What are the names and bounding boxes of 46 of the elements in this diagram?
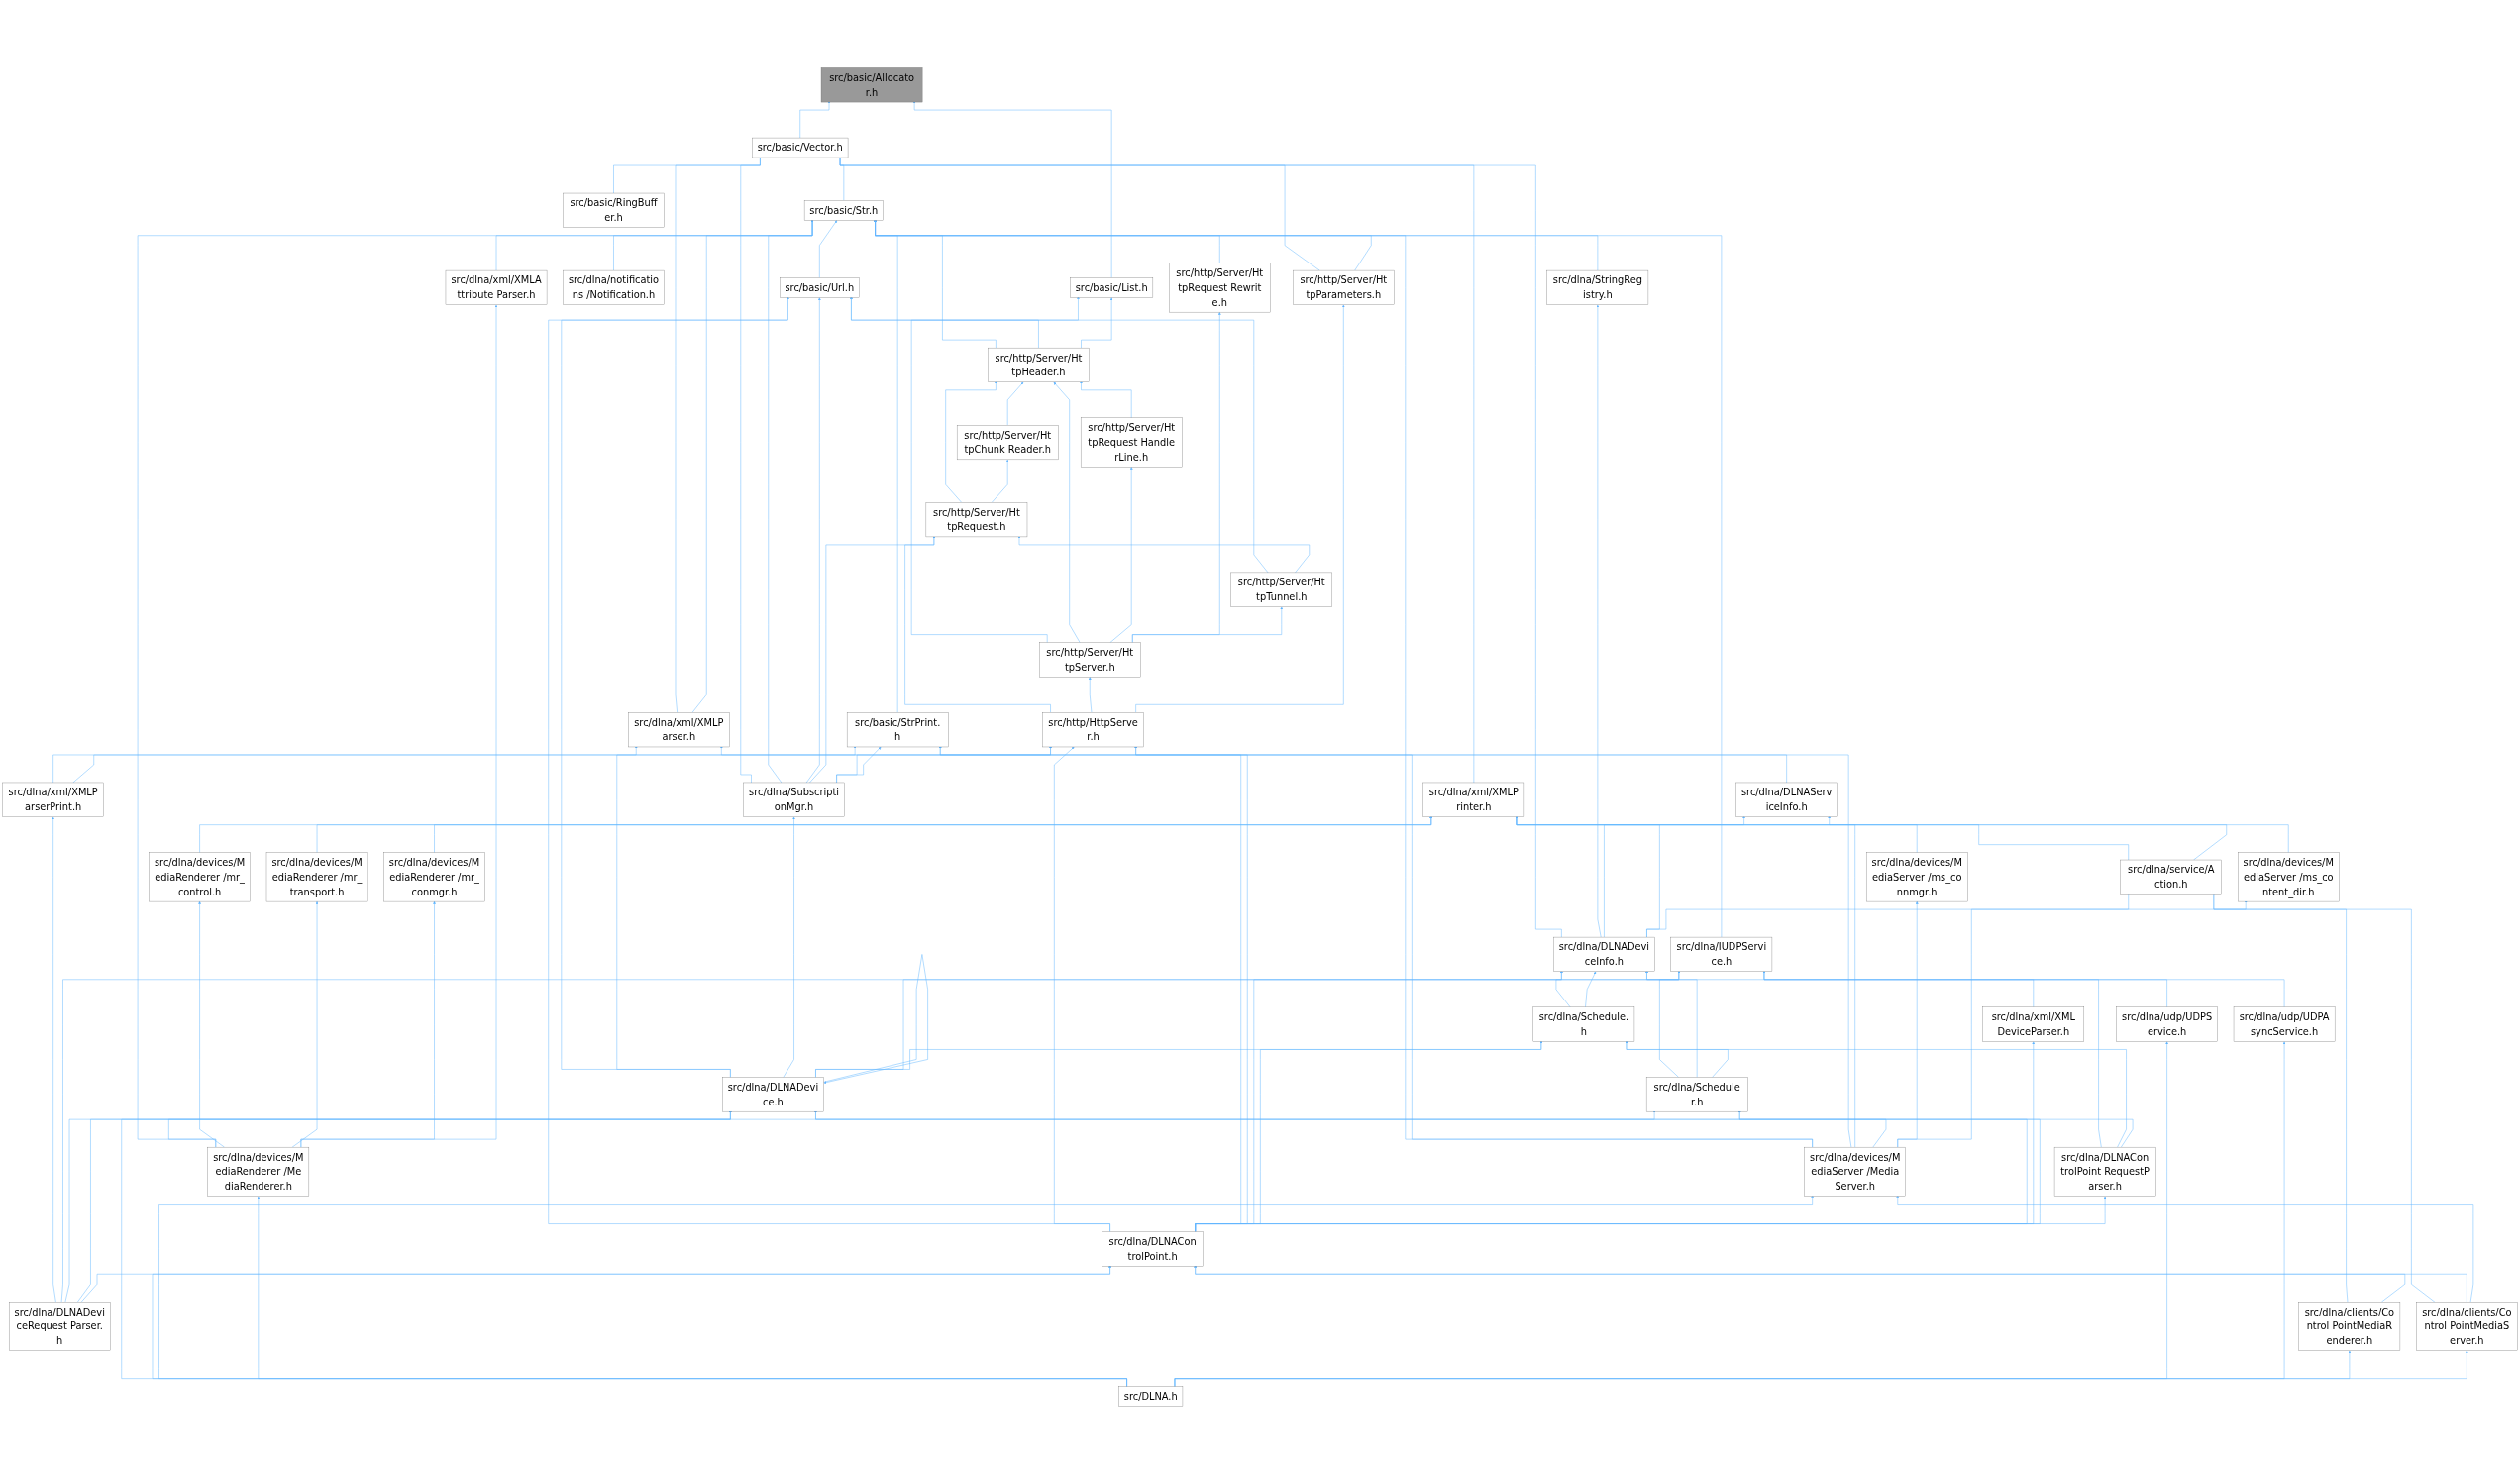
node-box: src/dlna/notifications /Notification.h xyxy=(563,269,665,305)
node-box: src/dlna/devices/MediaServer /MediaServer.h xyxy=(1804,1146,1906,1197)
node-box: src/dlna/DLNADeviceInfo.h xyxy=(1553,936,1655,972)
node-box: src/http/Server/HttpTunnel.h xyxy=(1230,572,1332,607)
node-box: src/dlna/xml/XMLPrinter.h xyxy=(1422,782,1525,817)
node-box: src/http/HttpServer.h xyxy=(1042,712,1144,748)
node-box: src/http/Server/HttpRequest Rewrite.h xyxy=(1169,263,1271,313)
node-box: src/dlna/DLNAServiceInfo.h xyxy=(1735,782,1838,817)
node-box: src/http/Server/HttpChunk Reader.h xyxy=(956,425,1059,461)
node-box: src/dlna/SubscriptionMgr.h xyxy=(743,782,845,817)
node-box: src/dlna/DLNAControlPoint.h xyxy=(1102,1231,1204,1267)
node-box: src/dlna/StringRegistry.h xyxy=(1546,269,1649,305)
node-box: src/dlna/devices/MediaServer /ms_connmgr.h xyxy=(1866,852,1968,902)
node-box: src/dlna/udp/UDPAsyncService.h xyxy=(2233,1006,2336,1042)
node-box: src/dlna/service/Action.h xyxy=(2120,859,2222,895)
node-box: src/basic/Vector.h xyxy=(752,137,849,158)
node-box: src/http/Server/HttpRequest HandlerLine.h xyxy=(1081,417,1183,468)
node-box: src/DLNA.h xyxy=(1118,1386,1184,1407)
node-box: src/dlna/clients/Control PointMediaRenderer.h xyxy=(2298,1302,2401,1351)
node-box: src/dlna/IUDPService.h xyxy=(1670,936,1773,972)
node-box: src/basic/Allocator.h xyxy=(820,67,923,103)
node-box: src/dlna/Schedule.h xyxy=(1532,1006,1635,1042)
node-box: src/basic/RingBuffer.h xyxy=(563,192,665,228)
node-box: src/dlna/DLNADeviceRequest Parser.h xyxy=(9,1302,111,1351)
node-box: src/dlna/xml/XMLAttribute Parser.h xyxy=(445,269,548,305)
node-box: src/dlna/udp/UDPService.h xyxy=(2116,1006,2218,1042)
node-box: src/http/Server/HttpHeader.h xyxy=(988,347,1090,382)
node-box: src/basic/StrPrint.h xyxy=(846,712,949,748)
node-box: src/dlna/xml/XMLParserPrint.h xyxy=(2,782,104,817)
node-box: src/dlna/devices/MediaRenderer /mr_control.h xyxy=(149,852,251,902)
node-box: src/dlna/devices/MediaRenderer /MediaRenderer.h xyxy=(207,1146,310,1197)
node-box: src/basic/Str.h xyxy=(803,200,884,221)
node-box: src/http/Server/HttpServer.h xyxy=(1039,642,1141,678)
node-box: src/dlna/DLNAControlPoint RequestParser.h xyxy=(2053,1146,2156,1197)
node-box: src/dlna/DLNADevice.h xyxy=(722,1077,824,1112)
node-box: src/dlna/devices/MediaRenderer /mr_conmgr.h xyxy=(383,852,485,902)
node-box: src/dlna/Scheduler.h xyxy=(1645,1077,1748,1112)
node-box: src/dlna/xml/XMLParser.h xyxy=(628,712,730,748)
node-box: src/basic/Url.h xyxy=(780,277,860,298)
node-box: src/http/Server/HttpRequest.h xyxy=(925,502,1028,538)
node-box: src/dlna/xml/XMLDeviceParser.h xyxy=(1982,1006,2084,1042)
node-box: src/dlna/clients/Control PointMediaServer.h xyxy=(2416,1302,2518,1351)
node-box: src/dlna/devices/MediaServer /ms_content_dir.h xyxy=(2238,852,2340,902)
node-box: src/dlna/devices/MediaRenderer /mr_transport.h xyxy=(265,852,368,902)
node-box: src/basic/List.h xyxy=(1070,277,1154,298)
node-box: src/http/Server/HttpParameters.h xyxy=(1293,269,1395,305)
